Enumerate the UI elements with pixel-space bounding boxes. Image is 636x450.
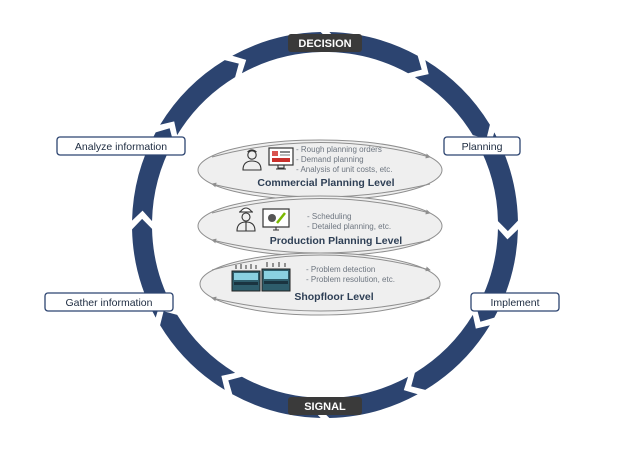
level2-bullet-2: - Detailed planning, etc. (307, 222, 391, 231)
level3-bullet-1: - Problem detection (306, 265, 375, 274)
signal-tag: SIGNAL (288, 397, 362, 415)
level2-title: Production Planning Level (270, 235, 403, 247)
implement-tag: Implement (470, 292, 560, 312)
level1-title: Commercial Planning Level (257, 177, 394, 189)
level1-bullet-1: - Rough planning orders (296, 145, 382, 154)
level-shopfloor (199, 252, 441, 316)
analyze-information-label: Analyze information (75, 141, 167, 153)
ring-segment (414, 60, 490, 139)
implement-label: Implement (490, 297, 539, 309)
level-arrow (211, 296, 431, 312)
monitor-tools-icon (262, 208, 290, 231)
gather-information-tag: Gather information (44, 292, 174, 312)
ring-segment (160, 60, 239, 136)
planning-label: Planning (462, 141, 503, 153)
level3-title: Shopfloor Level (294, 291, 373, 303)
planning-tag: Planning (443, 136, 521, 156)
signal-label: SIGNAL (304, 401, 346, 413)
ring-segment (411, 314, 490, 390)
level-arrow (211, 198, 431, 215)
person-icon (242, 149, 262, 171)
worker-helmet-icon (236, 207, 256, 232)
level-arrow (211, 254, 431, 272)
gather-information-label: Gather information (66, 297, 153, 309)
machine-icon (261, 262, 291, 292)
ring-segment (476, 132, 518, 232)
machine-icon (231, 264, 261, 292)
ring-segment (160, 311, 236, 390)
level3-bullet-2: - Problem resolution, etc. (306, 275, 395, 284)
level1-bullet-2: - Demand planning (296, 155, 364, 164)
level1-bullet-3: - Analysis of unit costs, etc. (296, 165, 392, 174)
analyze-information-tag: Analyze information (56, 136, 186, 156)
cycle-ring (132, 32, 518, 418)
decision-label: DECISION (298, 38, 351, 50)
decision-tag: DECISION (288, 34, 362, 52)
level2-bullet-1: - Scheduling (307, 212, 351, 221)
level-arrow (211, 142, 431, 159)
monitor-chart-icon (268, 147, 294, 170)
